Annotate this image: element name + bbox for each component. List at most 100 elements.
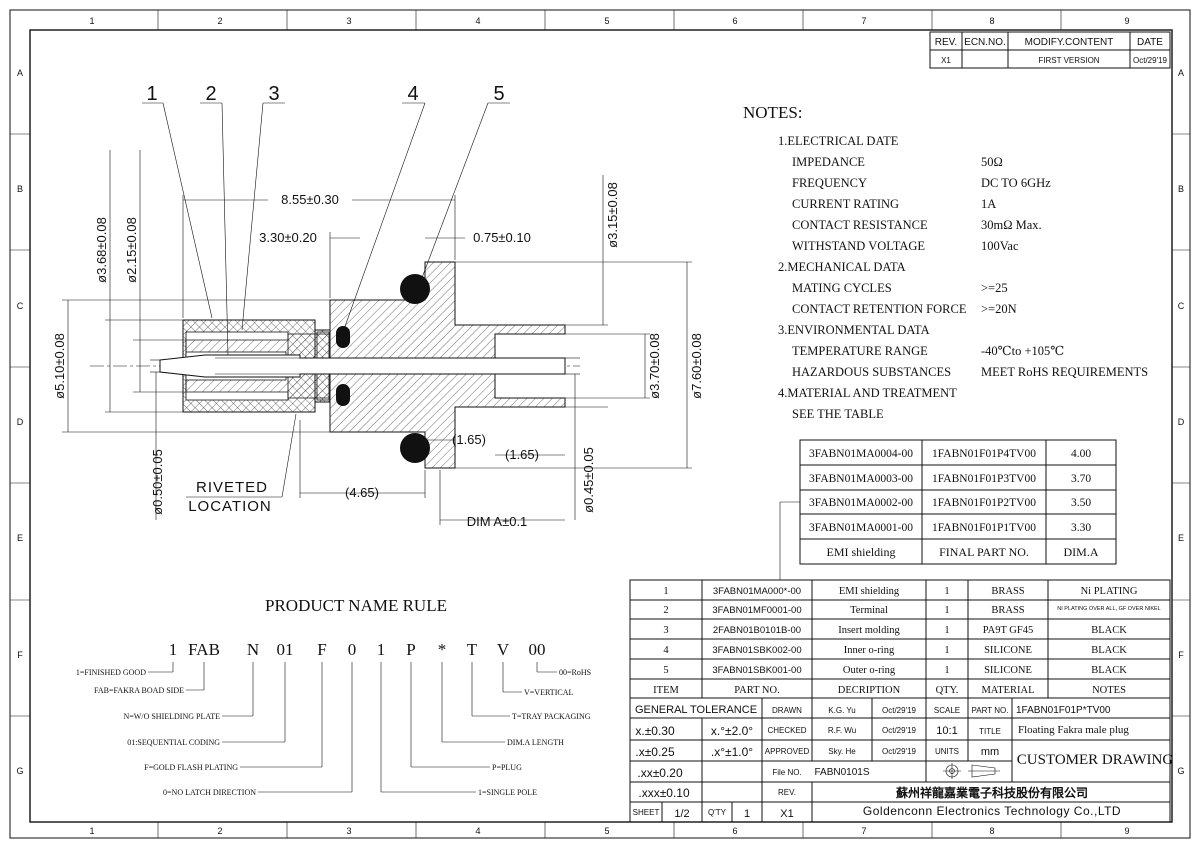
grid-col-top: 9	[1124, 16, 1129, 26]
bom-cell: EMI shielding	[839, 586, 900, 597]
bom-cell: Inner o-ring	[844, 645, 895, 656]
drawn-date: Oct/29'19	[882, 706, 917, 715]
qty-label: Q'TY	[708, 808, 727, 817]
bom-header: DECRIPTION	[838, 685, 901, 696]
outer-o-ring-bottom	[400, 433, 430, 463]
grid-col-top: 1	[89, 16, 94, 26]
sheet-value: 1/2	[674, 808, 689, 820]
grid-col-top: 6	[732, 16, 737, 26]
checked-date: Oct/29'19	[882, 726, 917, 735]
rev-h-date: DATE	[1137, 37, 1163, 48]
bom-cell: SILICONE	[984, 645, 1032, 656]
rule-legend-item: P=PLUG	[492, 763, 522, 772]
rule-legend-item: 0=NO LATCH DIRECTION	[163, 788, 256, 797]
grid-row-left: B	[17, 184, 23, 194]
part-no-label: PART NO.	[972, 706, 1009, 715]
file-no: FABN0101S	[814, 767, 869, 778]
note-label: FREQUENCY	[792, 176, 867, 190]
grid-col-bottom: 7	[861, 826, 866, 836]
grid-row-left: A	[17, 68, 23, 78]
dimension-lines: 8.55±0.30 3.30±0.20 0.75±0.10 ø3.68±0.08…	[52, 150, 704, 529]
dim-d370: ø3.70±0.08	[647, 333, 662, 399]
note-label: CONTACT RETENTION FORCE	[792, 302, 967, 316]
customer-drawing: CUSTOMER DRAWING	[1017, 752, 1174, 768]
dim-table-header: FINAL PART NO.	[939, 545, 1029, 559]
tol-1-0: .x±0.25	[635, 745, 675, 759]
callout-leaders: 1 2 3 4 5	[142, 83, 510, 356]
bom-cell: 1	[944, 625, 949, 636]
bom-cell: BRASS	[991, 605, 1024, 616]
dim-table-cell: 3.70	[1071, 473, 1091, 485]
scale-label: SCALE	[934, 706, 960, 715]
projection-symbol-icon	[943, 763, 1000, 779]
bom-cell: 1	[663, 586, 668, 597]
rule-legend-item: V=VERTICAL	[524, 688, 573, 697]
note-label: 1.ELECTRICAL DATE	[778, 134, 899, 148]
dim-d050: ø0.50±0.05	[150, 449, 165, 515]
tol-3-0: .xxx±0.10	[638, 786, 690, 800]
rule-legend-item: FAB=FAKRA BOAD SIDE	[94, 686, 184, 695]
grid-col-top: 7	[861, 16, 866, 26]
dim-465: (4.65)	[345, 485, 379, 500]
grid-row-right: A	[1178, 68, 1184, 78]
rule-code-segment: V	[497, 640, 510, 659]
dim-table-cell: 3FABN01MA0004-00	[809, 448, 913, 460]
dim-d368: ø3.68±0.08	[94, 217, 109, 283]
connector-section	[90, 261, 580, 469]
grid-row-right: C	[1178, 301, 1185, 311]
bom-cell: Insert molding	[838, 625, 900, 636]
grid-col-bottom: 9	[1124, 826, 1129, 836]
bom-cell: BLACK	[1091, 665, 1127, 676]
note-value: 50Ω	[981, 155, 1003, 169]
part-no-value: 1FABN01F01P*TV00	[1016, 705, 1111, 716]
dim-d315: ø3.15±0.08	[605, 182, 620, 248]
dim-table-cell: 1FABN01F01P4TV00	[932, 448, 1036, 460]
grid-col-top: 5	[604, 16, 609, 26]
location-label: LOCATION	[188, 498, 272, 515]
notes-title: NOTES:	[743, 103, 803, 122]
grid-col-top: 4	[475, 16, 480, 26]
drawn-label: DRAWN	[772, 706, 802, 715]
note-label: TEMPERATURE RANGE	[792, 344, 928, 358]
note-label: IMPEDANCE	[792, 155, 865, 169]
note-label: MATING CYCLES	[792, 281, 892, 295]
rev-row-date: Oct/29'19	[1133, 56, 1168, 65]
callout-5: 5	[493, 83, 504, 105]
dim-table-cell: 1FABN01F01P2TV00	[932, 497, 1036, 509]
grid-row-left: D	[17, 417, 24, 427]
grid-col-bottom: 6	[732, 826, 737, 836]
note-label: 3.ENVIRONMENTAL DATA	[778, 323, 930, 337]
notes-lines: 1.ELECTRICAL DATE IMPEDANCE 50Ω FREQUENCY DC…	[778, 134, 1148, 421]
grid-col-top: 2	[217, 16, 222, 26]
dim-165b: (1.65)	[505, 447, 539, 462]
approved-by: Sky. He	[828, 747, 856, 756]
rule-legend-item: DIM.A LENGTH	[507, 738, 564, 747]
dim-table-cell: 3.50	[1071, 497, 1091, 509]
note-label: CURRENT RATING	[792, 197, 899, 211]
bom-cell: SILICONE	[984, 665, 1032, 676]
note-label: 4.MATERIAL AND TREATMENT	[778, 386, 957, 400]
note-value: DC TO 6GHz	[981, 176, 1051, 190]
rule-code-segment: N	[247, 640, 259, 659]
bom-cell: 1	[944, 645, 949, 656]
bom-cell: Outer o-ring	[843, 665, 896, 676]
revision-table: REV. ECN.NO. MODIFY.CONTENT DATE X1 FIRS…	[929, 31, 1171, 69]
grid-col-bottom: 4	[475, 826, 480, 836]
callout-1: 1	[146, 83, 157, 105]
rule-code-segment: 00	[529, 640, 546, 659]
title-label: TITLE	[979, 727, 1001, 736]
title-block: GENERAL TOLERANCE x.±0.30 x.°±2.0° .x±0.…	[629, 697, 1174, 823]
dim-d215: ø2.15±0.08	[124, 217, 139, 283]
note-label: WITHSTAND VOLTAGE	[792, 239, 925, 253]
grid-col-top: 3	[346, 16, 351, 26]
bom-cell: 5	[663, 665, 668, 676]
bom-cell: PA9T GF45	[983, 625, 1033, 636]
dim-table-cell: 4.00	[1071, 448, 1091, 460]
rule-legend-item: 01:SEQUENTIAL CODING	[127, 738, 220, 747]
dim-855: 8.55±0.30	[281, 192, 339, 207]
checked-label: CHECKED	[767, 726, 806, 735]
dim-075: 0.75±0.10	[473, 230, 531, 245]
